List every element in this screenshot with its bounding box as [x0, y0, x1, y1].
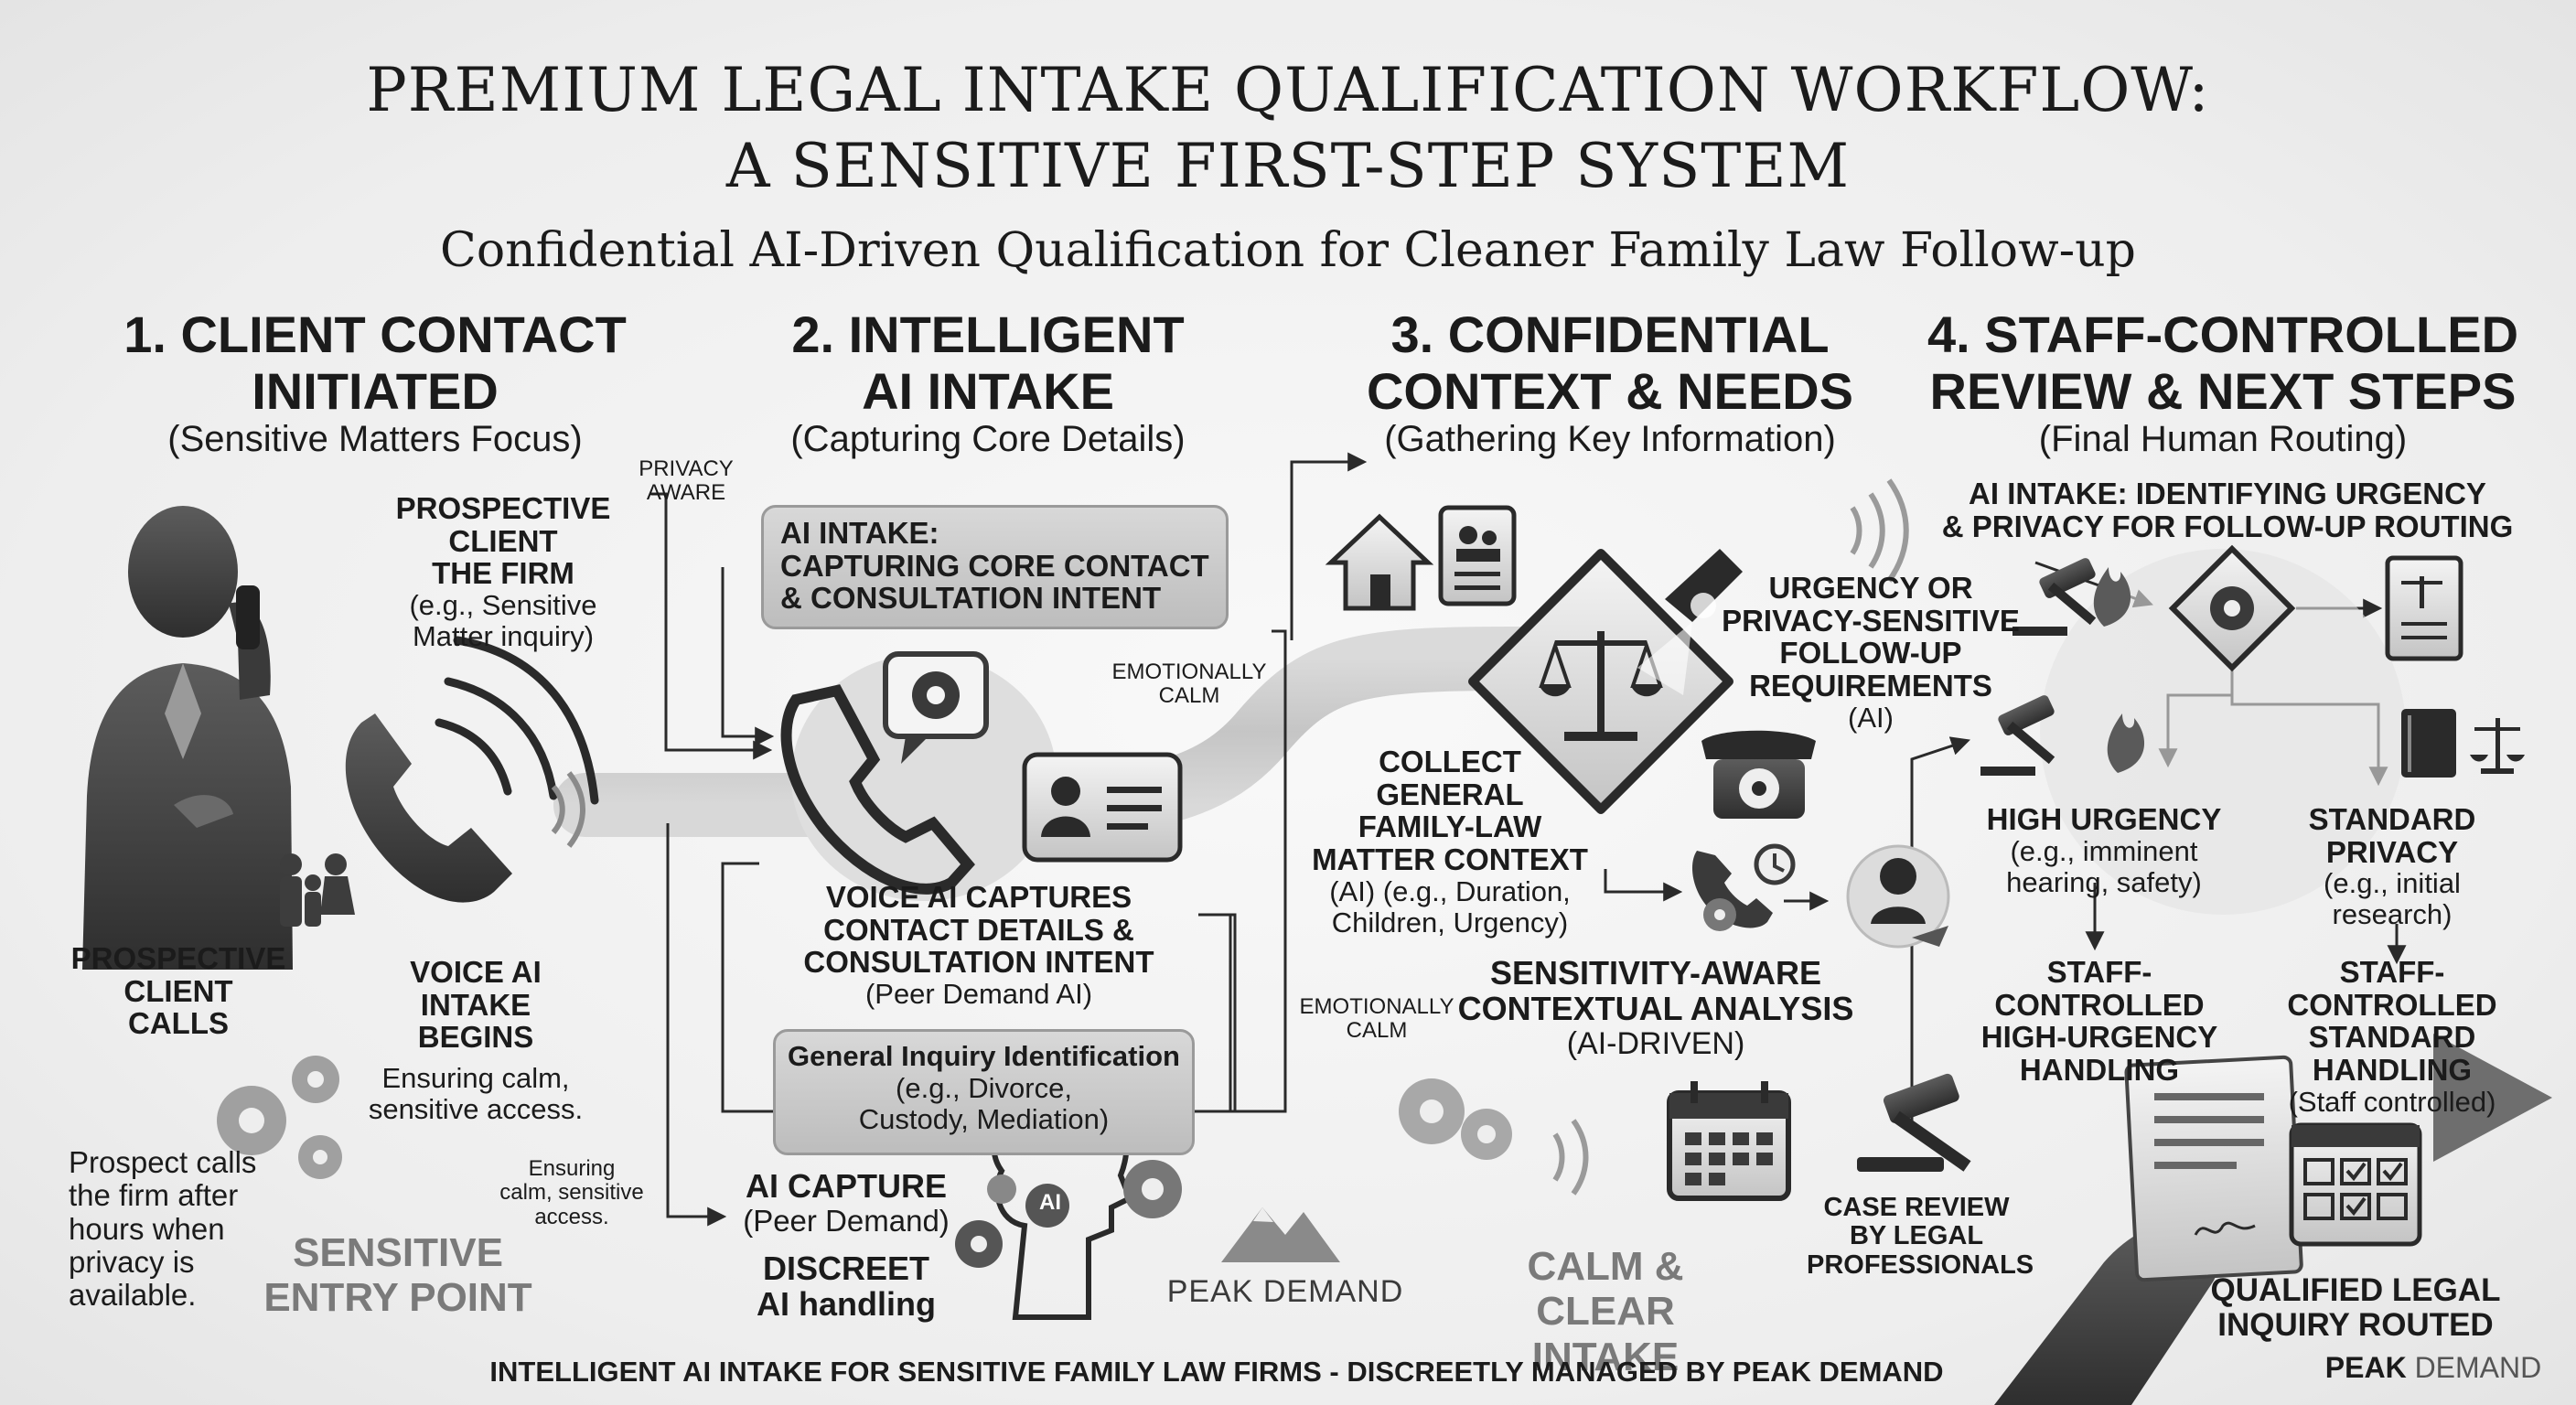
- privacy-aware-label: PRIVACY AWARE: [639, 456, 734, 506]
- signal-waves-icon: [551, 771, 585, 848]
- voice-ai-captures-label: VOICE AI CAPTURES CONTACT DETAILS & CONS…: [803, 880, 1154, 1010]
- footer-tagline: INTELLIGENT AI INTAKE FOR SENSITIVE FAMI…: [489, 1356, 1944, 1388]
- general-inquiry-identification-box: General Inquiry Identification (e.g., Di…: [773, 1029, 1195, 1155]
- collect-family-law-context-label: COLLECT GENERAL FAMILY-LAW MATTER CONTEX…: [1312, 745, 1588, 938]
- signal-waves-icon-col3: [1850, 478, 1909, 583]
- column-2-heading: 2. INTELLIGENT AI INTAKE (Capturing Core…: [790, 306, 1186, 460]
- prospective-client-calls-label: PROSPECTIVE CLIENT CALLS: [70, 941, 286, 1041]
- gavel-icon-bottom: [1857, 1073, 1971, 1172]
- gavel-fire-icon-top: [2012, 558, 2131, 636]
- standard-privacy-label: STANDARD PRIVACY (e.g., initial research…: [2308, 802, 2476, 931]
- family-icon: [280, 853, 355, 927]
- checklist-calendar-icon: [2289, 1122, 2422, 1247]
- discreet-ai-handling-label: DISCREET AI handling: [757, 1249, 936, 1323]
- ai-capture-label: AI CAPTURE (Peer Demand): [743, 1167, 950, 1238]
- prospect-calls-note: Prospect calls the firm after hours when…: [69, 1145, 257, 1313]
- signal-waves-icon-col3b: [1552, 1119, 1589, 1196]
- routing-glow: [2040, 549, 2406, 915]
- ai-head-icon: [955, 1081, 1182, 1320]
- gears-icon-col3: [1399, 1078, 1512, 1160]
- emotionally-calm-label-col3: EMOTIONALLY CALM: [1299, 994, 1454, 1044]
- column-4-heading: 4. STAFF-CONTROLLED REVIEW & NEXT STEPS …: [1927, 306, 2519, 460]
- house-icon: [1325, 513, 1434, 611]
- ensuring-calm-text: Ensuring calm, sensitive access.: [368, 1062, 584, 1126]
- voice-ai-intake-begins-label: VOICE AI INTAKE BEGINS: [410, 955, 542, 1055]
- contact-card-icon: [1022, 752, 1183, 863]
- peak-demand-mountain-logo: [1221, 1207, 1340, 1262]
- phone-clock-gears-icon: [1692, 843, 1796, 931]
- rotary-telephone-icon: [1701, 730, 1816, 819]
- phone-handset-icon: [345, 636, 599, 903]
- urgency-privacy-requirements-label: URGENCY OR PRIVACY-SENSITIVE FOLLOW-UP R…: [1722, 571, 2020, 734]
- staff-high-urgency-label: STAFF-CONTROLLED HIGH-URGENCY HANDLING: [1980, 955, 2218, 1087]
- column-3-heading: 3. CONFIDENTIAL CONTEXT & NEEDS (Gatheri…: [1366, 306, 1854, 460]
- family-document-icon: [1438, 505, 1517, 606]
- law-book-scales-icon: [2401, 709, 2525, 778]
- gear-diamond-icon: [2168, 544, 2296, 672]
- high-urgency-label: HIGH URGENCY (e.g., imminent hearing, sa…: [1986, 802, 2222, 898]
- gavel-fire-icon-mid: [1980, 695, 2145, 776]
- emotionally-calm-label-col2: EMOTIONALLY CALM: [1111, 660, 1267, 709]
- case-review-label: CASE REVIEW BY LEGAL PROFESSIONALS: [1807, 1193, 2034, 1280]
- gears-icon-col1: [217, 1056, 342, 1179]
- staff-standard-handling-label: STAFF-CONTROLLED STANDARD HANDLING (Staf…: [2287, 955, 2497, 1118]
- legal-document-icon: [2385, 555, 2463, 661]
- title-line-2: A SENSITIVE FIRST-STEP SYSTEM: [725, 131, 1851, 201]
- sensitivity-aware-analysis-label: SENSITIVITY-AWARE CONTEXTUAL ANALYSIS (A…: [1457, 954, 1854, 1061]
- spotlight-icon: [1637, 549, 1743, 695]
- ai-intake-core-contact-box: AI INTAKE: CAPTURING CORE CONTACT & CONS…: [761, 505, 1229, 629]
- qualified-inquiry-routed-label: QUALIFIED LEGAL INQUIRY ROUTED: [2210, 1272, 2501, 1343]
- ai-urgency-routing-label: AI INTAKE: IDENTIFYING URGENCY & PRIVACY…: [1941, 477, 2514, 543]
- column-1-heading: 1. CLIENT CONTACT INITIATED (Sensitive M…: [123, 306, 627, 460]
- staff-person-handshake-icon: [1846, 844, 1950, 949]
- title-line-1: PREMIUM LEGAL INTAKE QUALIFICATION WORKF…: [366, 55, 2210, 125]
- person-on-phone-icon: [82, 506, 293, 970]
- subtitle: Confidential AI-Driven Qualification for…: [440, 223, 2136, 278]
- scales-of-justice-diamond-icon: [1468, 549, 1733, 814]
- calendar-icon: [1667, 1081, 1791, 1201]
- hand-holding-document-icon: [1994, 1055, 2303, 1405]
- phone-gear-icon: [780, 651, 1057, 901]
- footer-peak-demand-logo: PEAK DEMAND: [2324, 1351, 2542, 1384]
- ai-badge: AI: [1039, 1190, 1061, 1215]
- sensitive-entry-point-label: SENSITIVE ENTRY POINT: [263, 1230, 532, 1321]
- calm-clear-intake-label: CALM & CLEAR INTAKE: [1527, 1244, 1684, 1379]
- prospective-client-label: PROSPECTIVE CLIENT THE FIRM (e.g., Sensi…: [395, 491, 611, 652]
- peak-demand-logo-text: PEAK DEMAND: [1166, 1274, 1404, 1309]
- ensuring-calm-small-text: Ensuring calm, sensitive access.: [499, 1156, 644, 1229]
